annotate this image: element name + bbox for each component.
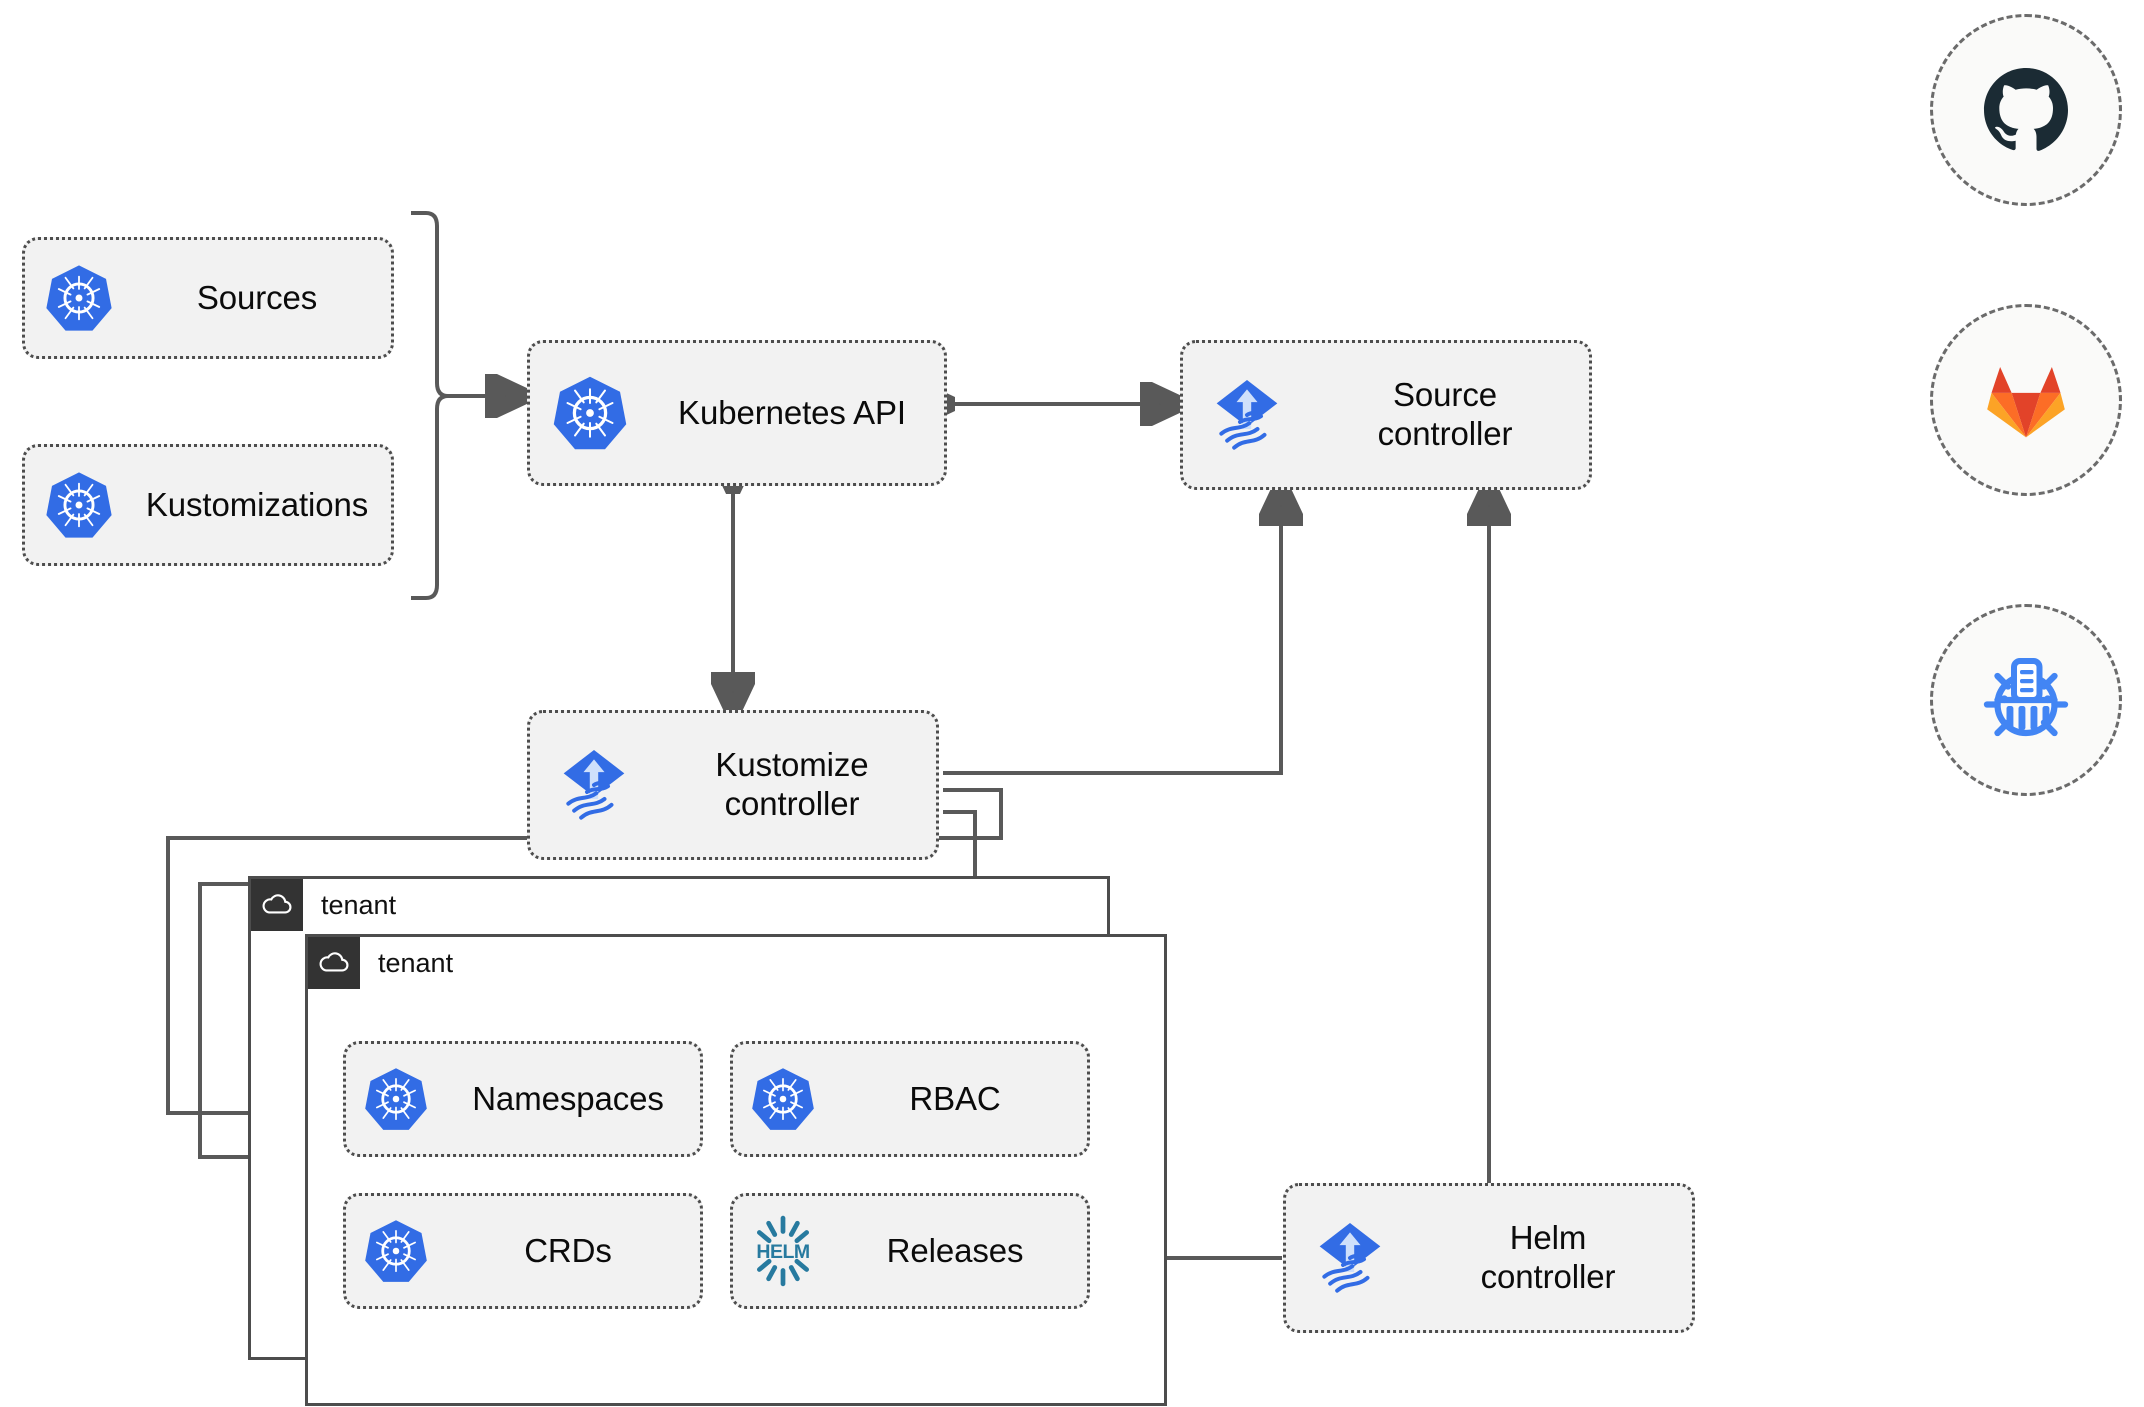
endpoint-gitlab[interactable]: [1930, 304, 2122, 496]
node-kustomize-controller[interactable]: Kustomize controller: [527, 710, 939, 860]
flux-icon: [530, 743, 658, 827]
gitlab-icon: [1987, 366, 2065, 438]
resource-card-sources[interactable]: Sources: [22, 237, 394, 359]
kubernetes-icon: [346, 1065, 446, 1133]
github-icon: [1984, 68, 2068, 151]
tenant-resource-label: Namespaces: [472, 1079, 664, 1117]
resource-label: Sources: [196, 278, 318, 316]
tenant-label: tenant: [321, 889, 397, 920]
cloud-icon: [251, 879, 303, 931]
wire-kustomize-to-source: [943, 490, 1281, 775]
tenant-resource-label: RBAC: [909, 1079, 1001, 1117]
node-label: Kustomize controller: [715, 746, 869, 822]
tenant-resource-label: Releases: [886, 1231, 1024, 1269]
resource-label: Kustomizations: [145, 485, 369, 523]
tenant-resource-rbac[interactable]: RBAC: [730, 1041, 1090, 1157]
bucket-icon: [1983, 658, 2069, 737]
tenant-resource-label: CRDs: [524, 1231, 612, 1269]
kubernetes-icon: [346, 1217, 446, 1285]
tenant-resource-crds[interactable]: CRDs: [343, 1193, 703, 1309]
flux-icon: [1286, 1216, 1414, 1300]
node-helm-controller[interactable]: Helm controller: [1283, 1183, 1695, 1333]
tenant-resource-releases[interactable]: HELM Releases: [730, 1193, 1090, 1309]
tenant-label: tenant: [378, 947, 454, 978]
endpoint-bucket[interactable]: [1930, 604, 2122, 796]
tenant-resource-namespaces[interactable]: Namespaces: [343, 1041, 703, 1157]
svg-text:HELM: HELM: [756, 1241, 809, 1263]
kubernetes-icon: [25, 262, 133, 334]
node-source-controller[interactable]: Source controller: [1180, 340, 1592, 490]
node-label: Kubernetes API: [678, 393, 906, 431]
node-label: Source controller: [1377, 376, 1513, 452]
kubernetes-icon: [25, 469, 133, 541]
node-label: Helm controller: [1480, 1219, 1616, 1295]
flux-icon: [1183, 373, 1311, 457]
kubernetes-icon: [530, 373, 650, 453]
endpoint-github[interactable]: [1930, 14, 2122, 206]
cloud-icon: [308, 937, 360, 989]
node-kubernetes-api[interactable]: Kubernetes API: [527, 340, 947, 486]
helm-icon: HELM: [733, 1214, 833, 1288]
tenant-frame-front[interactable]: tenant Namespaces: [305, 934, 1167, 1406]
tenant-header: tenant: [308, 937, 453, 989]
resource-card-kustomizations[interactable]: Kustomizations: [22, 444, 394, 566]
wire-resources-bracket: [411, 211, 449, 600]
kubernetes-icon: [733, 1065, 833, 1133]
tenant-header: tenant: [251, 879, 396, 931]
